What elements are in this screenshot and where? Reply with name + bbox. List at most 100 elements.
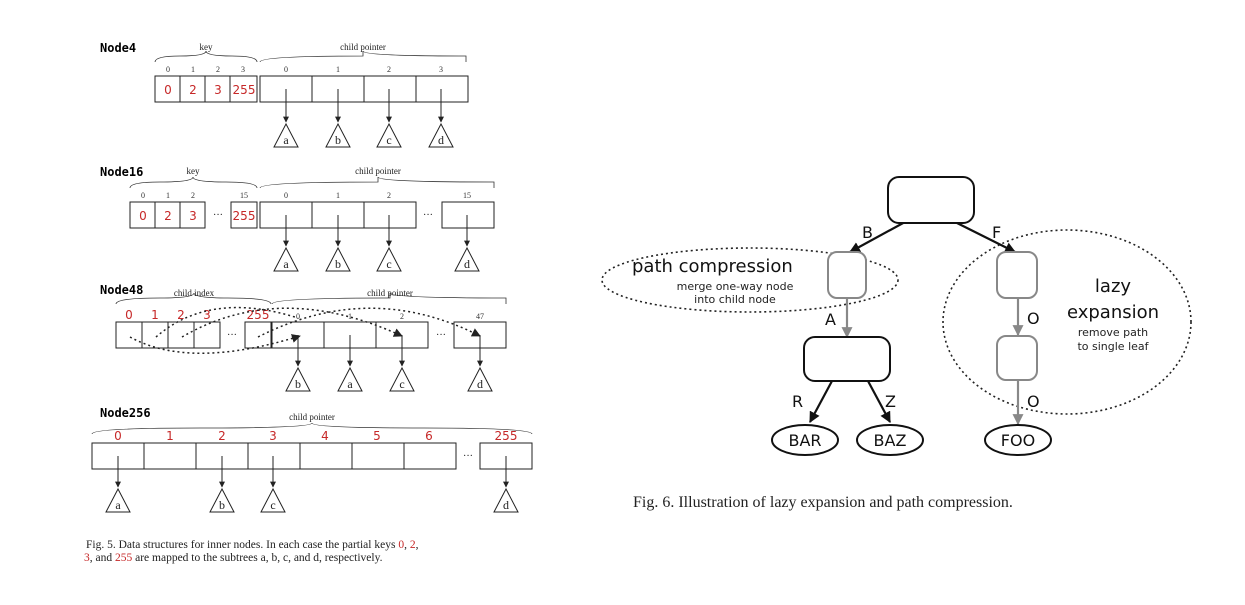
leaf-baz-label: BAZ xyxy=(874,431,907,450)
lazy-expansion-title-1: lazy xyxy=(1095,276,1131,297)
node48-index-label: child index xyxy=(174,288,215,298)
leaf-baz xyxy=(856,424,924,456)
node256-title: Node256 xyxy=(100,406,151,420)
fig6-caption: Fig. 6. Illustration of lazy expansion a… xyxy=(633,494,1013,511)
edge-label-o2: O xyxy=(1027,392,1040,411)
path-compression-title: path compression xyxy=(632,256,793,277)
node4-key-label: key xyxy=(200,42,213,52)
leaf-foo xyxy=(984,424,1052,456)
node256-index: 1 xyxy=(166,429,174,443)
node256-leaf: c xyxy=(270,498,275,512)
lazy-expansion-line1: remove path xyxy=(1078,326,1148,339)
fig5-caption-line2-wrap: 3, and 255 are mapped to the subtrees a,… xyxy=(84,552,383,564)
node4-key-index: 3 xyxy=(241,65,245,74)
node4-child-index: 2 xyxy=(387,65,391,74)
node4-leaf: c xyxy=(386,133,391,147)
node4-child-index: 3 xyxy=(439,65,443,74)
node16-key-label: key xyxy=(187,166,200,176)
node256-index: 255 xyxy=(495,429,518,443)
node4-key: 255 xyxy=(233,83,256,97)
node4-key: 3 xyxy=(214,83,222,97)
fig6-diagram: BAR BAZ FOO B F A O O R Z path compressi… xyxy=(601,176,1192,456)
node16-child-index: 15 xyxy=(463,191,471,200)
node48-title: Node48 xyxy=(100,283,143,297)
node16-leaf: c xyxy=(386,257,391,271)
path-compression-line2: into child node xyxy=(694,293,776,306)
fig5-caption-k255: 255 xyxy=(114,552,133,564)
lazy-expansion-region xyxy=(942,229,1192,415)
node4-key-index: 0 xyxy=(166,65,170,74)
node256-index: 4 xyxy=(321,429,329,443)
inner-node xyxy=(803,336,891,382)
node256-index: 3 xyxy=(269,429,277,443)
fig5-caption-k3: 3 xyxy=(84,552,90,564)
node4-leaf: d xyxy=(438,133,444,147)
node48-leaf: c xyxy=(399,377,404,391)
node48-index-value: 3 xyxy=(203,308,211,322)
node48-child-label: child pointer xyxy=(367,288,413,298)
node4-child-index: 1 xyxy=(336,65,340,74)
leaf-bar-label: BAR xyxy=(788,431,821,450)
node16-child-index: 2 xyxy=(387,191,391,200)
node256-leaf: a xyxy=(115,498,121,512)
node256-index: 5 xyxy=(373,429,381,443)
node16-key-index: 1 xyxy=(166,191,170,200)
node48-child-index: 2 xyxy=(400,312,404,321)
edge-label-z: Z xyxy=(885,392,896,411)
node16-key-index: 0 xyxy=(141,191,145,200)
node48-child-index: 0 xyxy=(296,312,300,321)
node4-title: Node4 xyxy=(100,41,136,55)
path-compression-region xyxy=(601,247,899,313)
lazy-expansion-title-2: expansion xyxy=(1067,302,1159,323)
node48-leaf: b xyxy=(295,377,301,391)
node4-child-label: child pointer xyxy=(340,42,386,52)
path-compression-line1: merge one-way node xyxy=(677,280,794,293)
edge-label-o1: O xyxy=(1027,309,1040,328)
node48-index-value: 0 xyxy=(125,308,133,322)
node48-index-ellipsis: ··· xyxy=(227,330,237,341)
node16-child-index: 0 xyxy=(284,191,288,200)
node256-leaf: d xyxy=(503,498,509,512)
node16-key-index: 15 xyxy=(240,191,248,200)
node16-key: 255 xyxy=(233,209,256,223)
lazy-node-1 xyxy=(996,251,1038,299)
node48-leaf: a xyxy=(347,377,353,391)
node16-key: 3 xyxy=(189,209,197,223)
node16-leaf: a xyxy=(283,257,289,271)
node256-ellipsis: ··· xyxy=(463,451,473,462)
node256-diagram: Node256 child pointer 0 1 2 3 4 5 6 255 … xyxy=(91,406,533,513)
compressed-node xyxy=(827,251,867,299)
node16-diagram: Node16 key child pointer 0 1 2 15 ··· 0 … xyxy=(100,165,495,272)
node256-index: 2 xyxy=(218,429,226,443)
node16-key: 2 xyxy=(164,209,172,223)
edge-label-b: B xyxy=(862,223,873,242)
node4-key-index: 2 xyxy=(216,65,220,74)
node16-key-ellipsis: ··· xyxy=(213,210,223,221)
fig5-caption-line1: Fig. 5. Data structures for inner nodes.… xyxy=(86,539,419,551)
fig5-caption-suffix: are mapped to the subtrees a, b, c, and … xyxy=(132,552,383,564)
node16-child-index: 1 xyxy=(336,191,340,200)
node48-child-index: 1 xyxy=(348,312,352,321)
node256-leaf: b xyxy=(219,498,225,512)
node4-leaf: a xyxy=(283,133,289,147)
node4-key: 0 xyxy=(164,83,172,97)
node16-key: 0 xyxy=(139,209,147,223)
fig5-caption-mid: , and xyxy=(89,552,115,564)
node48-child-ellipsis: ··· xyxy=(436,330,446,341)
node48-leaf: d xyxy=(477,377,483,391)
lazy-expansion-line2: to single leaf xyxy=(1077,340,1149,353)
edge-label-f: F xyxy=(992,223,1001,242)
node4-leaf: b xyxy=(335,133,341,147)
node16-title: Node16 xyxy=(100,165,143,179)
node48-child-index: 47 xyxy=(476,312,484,321)
node256-index: 0 xyxy=(114,429,122,443)
node256-child-label: child pointer xyxy=(289,412,335,422)
node48-index-value: 1 xyxy=(151,308,159,322)
node256-index: 6 xyxy=(425,429,433,443)
node4-key-index: 1 xyxy=(191,65,195,74)
lazy-node-2 xyxy=(996,335,1038,381)
node48-index-value: 2 xyxy=(177,308,185,322)
root-node xyxy=(887,176,975,224)
node48-diagram: Node48 child index child pointer 0 1 2 3… xyxy=(100,283,507,392)
